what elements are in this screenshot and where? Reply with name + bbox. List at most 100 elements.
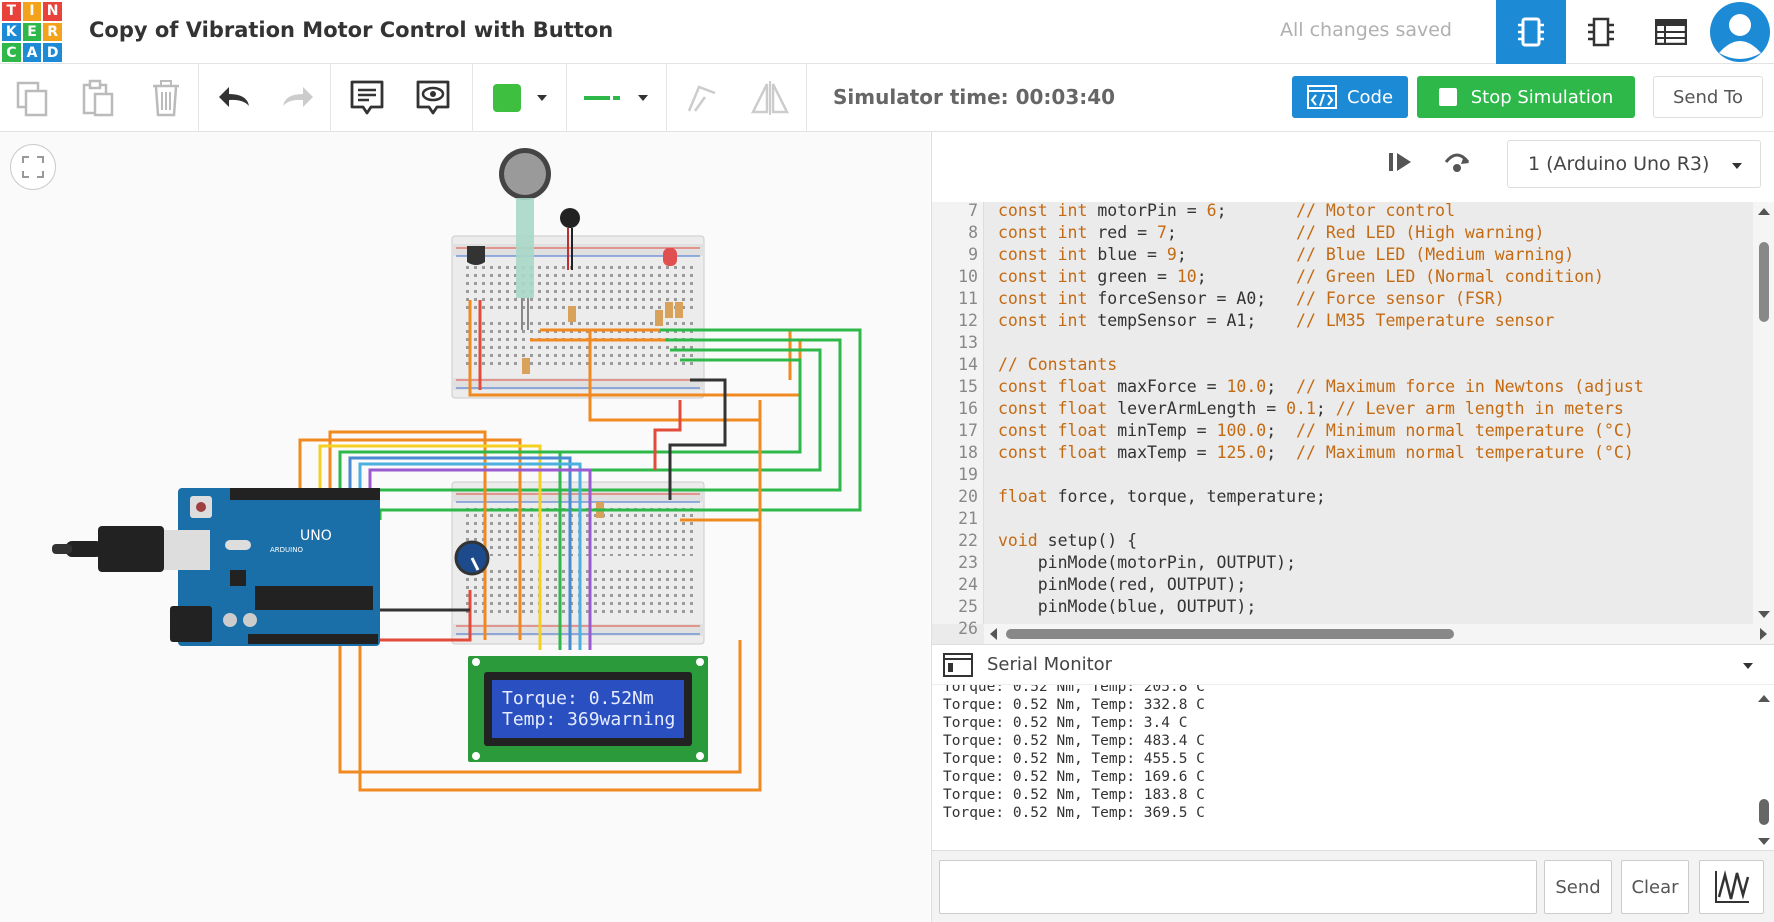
code-line[interactable]: 13: [932, 332, 1774, 354]
component-list-button[interactable]: [1636, 0, 1706, 64]
code-vertical-scroll-thumb[interactable]: [1759, 242, 1769, 322]
send-to-button[interactable]: Send To: [1653, 76, 1763, 118]
stop-icon: [1438, 88, 1457, 106]
code-text: const int forceSensor = A0; // Force sen…: [998, 289, 1505, 308]
line-number: 19: [958, 465, 978, 484]
code-text: const int motorPin = 6; // Motor control: [998, 202, 1456, 220]
vibration-motor[interactable]: [560, 208, 580, 270]
serial-input[interactable]: [939, 860, 1537, 914]
user-avatar[interactable]: [1706, 0, 1774, 64]
red-led[interactable]: [663, 248, 677, 266]
step-button[interactable]: [1387, 150, 1413, 178]
design-title[interactable]: Copy of Vibration Motor Control with But…: [89, 18, 614, 42]
code-line[interactable]: 19: [932, 464, 1774, 486]
step-play-icon: [1389, 153, 1411, 171]
chevron-down-icon: [1732, 163, 1742, 169]
notes-button[interactable]: [345, 74, 389, 122]
fit-view-button[interactable]: [10, 144, 56, 190]
line-number: 12: [958, 311, 978, 330]
code-horizontal-scrollbar[interactable]: [984, 624, 1774, 644]
code-text: void setup() {: [998, 531, 1138, 550]
wires[interactable]: [298, 300, 862, 792]
bottom-breadboard[interactable]: [451, 481, 705, 645]
code-line[interactable]: 26: [932, 618, 1774, 640]
step-over-button[interactable]: [1442, 148, 1472, 180]
paste-button[interactable]: [78, 74, 118, 122]
wire-line-icon: [584, 96, 620, 100]
stop-simulation-button[interactable]: Stop Simulation: [1417, 76, 1635, 118]
code-text: const int tempSensor = A1; // LM35 Tempe…: [998, 311, 1555, 330]
serial-send-button[interactable]: Send: [1544, 860, 1612, 914]
circuit-view-button[interactable]: [1496, 0, 1566, 64]
schematic-view-button[interactable]: [1566, 0, 1636, 64]
code-line[interactable]: 23 pinMode(motorPin, OUTPUT);: [932, 552, 1774, 574]
code-horizontal-scroll-thumb[interactable]: [1006, 629, 1454, 639]
redo-button[interactable]: [278, 74, 318, 122]
code-line[interactable]: 24 pinMode(red, OUTPUT);: [932, 574, 1774, 596]
avatar-icon: [1710, 2, 1770, 62]
toggle-notes-visibility-button[interactable]: [411, 74, 455, 122]
potentiometer[interactable]: [454, 540, 490, 576]
code-text: // Constants: [998, 355, 1118, 374]
serial-vertical-scroll-thumb[interactable]: [1759, 799, 1769, 825]
fill-color-picker[interactable]: [486, 74, 556, 122]
serial-monitor-header[interactable]: Serial Monitor: [932, 644, 1774, 684]
code-text: pinMode(red, OUTPUT);: [998, 575, 1247, 594]
delete-button[interactable]: [146, 74, 186, 122]
scroll-down-icon: [1758, 838, 1770, 845]
step-over-icon: [1444, 153, 1470, 172]
code-line[interactable]: 22 void setup() {: [932, 530, 1774, 552]
undo-button[interactable]: [214, 74, 254, 122]
circuit-canvas[interactable]: UNO ARDUINO Torque: 0.52Nm Temp: 369warn…: [0, 132, 930, 922]
usb-cable: [52, 526, 210, 572]
stop-simulation-label: Stop Simulation: [1470, 86, 1614, 108]
line-number: 22: [958, 531, 978, 550]
code-vertical-scrollbar[interactable]: [1753, 202, 1774, 624]
arduino-uno[interactable]: UNO ARDUINO: [170, 488, 380, 646]
code-text: const float maxForce = 10.0; // Maximum …: [998, 377, 1644, 396]
code-line[interactable]: 12 const int tempSensor = A1; // LM35 Tem…: [932, 310, 1774, 332]
copy-button[interactable]: [12, 74, 52, 122]
line-number: 25: [958, 597, 978, 616]
device-selector[interactable]: 1 (Arduino Uno R3): [1507, 140, 1761, 188]
chevron-down-icon[interactable]: [1741, 661, 1755, 671]
serial-vertical-scrollbar[interactable]: [1753, 685, 1774, 850]
line-number: 9: [968, 245, 978, 264]
line-number: 18: [958, 443, 978, 462]
serial-output-line: Torque: 0.52 Nm, Temp: 369.5 C: [943, 805, 1205, 821]
code-line[interactable]: 14 // Constants: [932, 354, 1774, 376]
lcd-display[interactable]: Torque: 0.52Nm Temp: 369warning: [468, 656, 708, 762]
rotate-button[interactable]: [680, 74, 724, 122]
tinkercad-logo[interactable]: T I N K E R C A D: [2, 2, 62, 62]
code-line[interactable]: 25 pinMode(blue, OUTPUT);: [932, 596, 1774, 618]
line-number: 14: [958, 355, 978, 374]
note-eye-icon: [416, 80, 450, 115]
serial-clear-button[interactable]: Clear: [1621, 860, 1689, 914]
temperature-sensor[interactable]: [467, 246, 485, 265]
line-number: 26: [958, 619, 978, 638]
serial-plotter-button[interactable]: [1699, 860, 1764, 914]
table-list-icon: [1655, 19, 1687, 45]
code-button[interactable]: Code: [1292, 76, 1408, 118]
flip-icon: [750, 81, 790, 115]
code-panel-header: 1 (Arduino Uno R3): [932, 132, 1774, 202]
simulator-time: Simulator time: 00:03:40: [833, 85, 1116, 109]
flip-button[interactable]: [748, 74, 792, 122]
serial-output-line: Torque: 0.52 Nm, Temp: 483.4 C: [943, 733, 1205, 749]
code-line[interactable]: 21: [932, 508, 1774, 530]
serial-input-bar: Send Clear: [932, 850, 1774, 922]
wire-style-picker[interactable]: [576, 74, 656, 122]
force-sensor[interactable]: [499, 148, 551, 330]
